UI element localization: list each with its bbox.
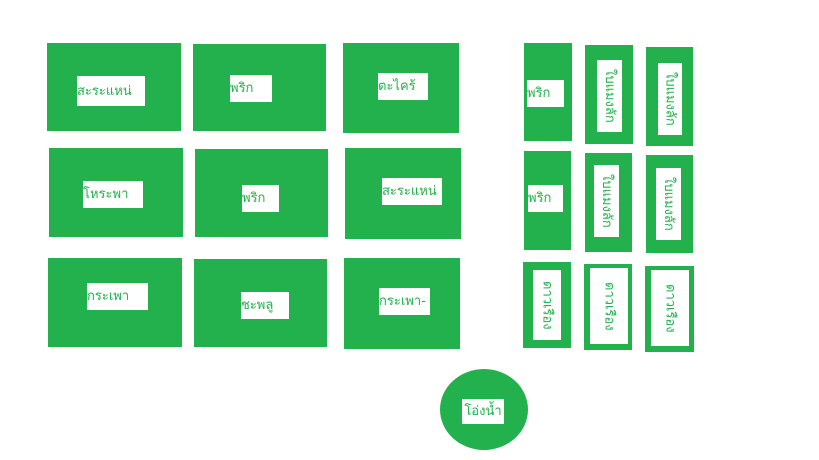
garden-bed: สะระแหน่ (345, 148, 461, 239)
bed-label: ดาวเรือง (533, 270, 561, 340)
bed-label: ตะไคร้ (378, 73, 428, 100)
bed-label: ชะพลู (241, 292, 289, 319)
garden-bed: ดาวเรือง (645, 266, 694, 352)
garden-bed: พริก (524, 43, 572, 141)
garden-bed: ชะพลู (194, 259, 327, 347)
bed-label: โหระพา (83, 181, 143, 208)
pond-label: โอ่งน้ำ (462, 399, 504, 424)
garden-bed: ดาวเรือง (584, 264, 632, 350)
garden-bed: ใบแมงลัก (585, 153, 632, 252)
bed-label: พริก (242, 185, 279, 212)
garden-bed: พริก (195, 149, 328, 237)
bed-label: ใบแมงลัก (656, 168, 681, 240)
bed-label: ใบแมงลัก (658, 63, 682, 135)
water-jar: โอ่งน้ำ (440, 369, 528, 450)
garden-bed: ตะไคร้ (343, 43, 459, 133)
bed-label: พริก (527, 80, 564, 107)
bed-label: พริก (528, 185, 563, 212)
garden-bed: พริก (524, 151, 571, 250)
bed-label: สะระแหน่ (382, 178, 442, 205)
garden-bed: สะระแหน่ (47, 43, 181, 131)
bed-label: พริก (230, 75, 272, 102)
bed-label: ใบแมงลัก (597, 60, 622, 132)
bed-label: ดาวเรือง (590, 268, 628, 344)
bed-label: ใบแมงลัก (594, 165, 619, 237)
garden-bed: พริก (193, 44, 326, 131)
bed-label: กระเพา- (379, 288, 430, 315)
bed-label: ดาวเรือง (651, 270, 689, 346)
bed-label: สะระแหน่ (77, 76, 145, 106)
garden-bed: ดาวเรือง (523, 262, 571, 348)
bed-label: กระเพา (87, 283, 148, 310)
garden-bed: กระเพา- (344, 258, 460, 349)
garden-bed: โหระพา (49, 148, 183, 237)
garden-bed: ใบแมงลัก (585, 45, 633, 144)
garden-bed: ใบแมงลัก (646, 47, 693, 146)
garden-bed: กระเพา (48, 258, 182, 347)
garden-bed: ใบแมงลัก (646, 155, 693, 253)
